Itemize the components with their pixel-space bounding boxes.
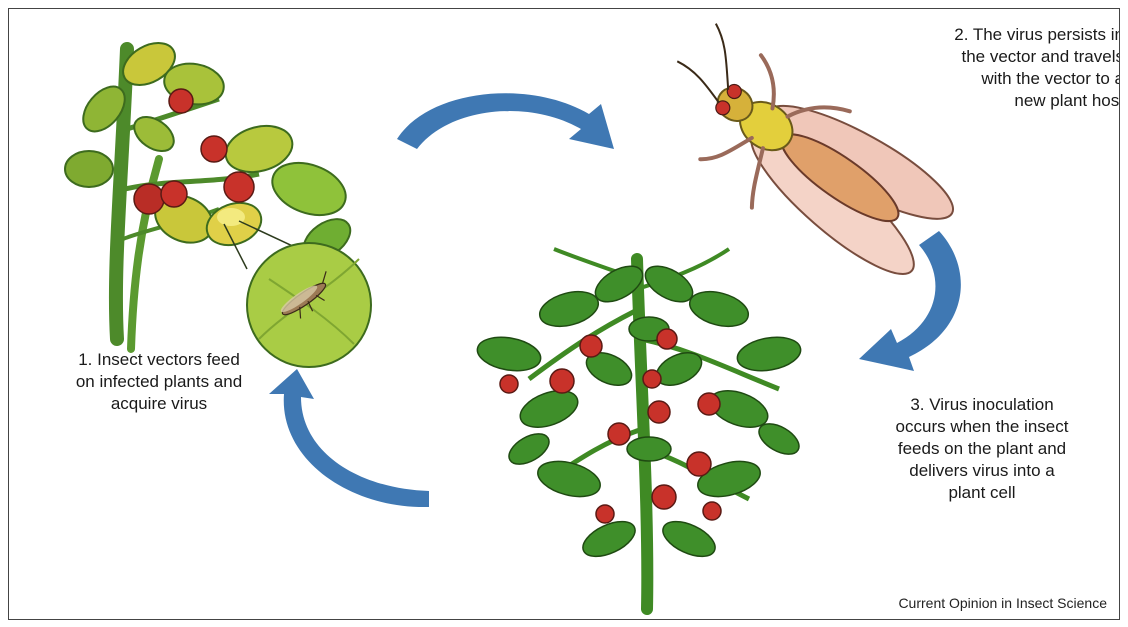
step-1-line-1: 1. Insect vectors feed [29,349,289,371]
step-1-line-3: acquire virus [29,393,289,415]
step-2-line-3: with the vector to a [864,68,1120,90]
step-3-line-3: feeds on the plant and [857,438,1107,460]
step-2-line-1: 2. The virus persists in [864,24,1120,46]
new-host-plant-illustration [475,249,804,609]
step-3-line-1: 3. Virus inoculation [857,394,1107,416]
step-3-caption: 3. Virus inoculation occurs when the ins… [857,394,1107,504]
step-2-line-2: the vector and travels [864,46,1120,68]
arrow-plant-to-insect [397,93,614,149]
step-3-line-2: occurs when the insect [857,416,1107,438]
step-2-line-4: new plant host [864,90,1120,112]
step-3-line-5: plant cell [857,482,1107,504]
infected-plant-illustration [65,34,371,367]
step-1-line-2: on infected plants and [29,371,289,393]
journal-credit: Current Opinion in Insect Science [898,595,1107,611]
step-3-line-4: delivers virus into a [857,460,1107,482]
arrow-plant-to-infected [269,369,429,507]
step-1-caption: 1. Insect vectors feed on infected plant… [29,349,289,415]
figure-frame: 1. Insect vectors feed on infected plant… [8,8,1120,620]
step-2-caption: 2. The virus persists in the vector and … [864,24,1120,112]
